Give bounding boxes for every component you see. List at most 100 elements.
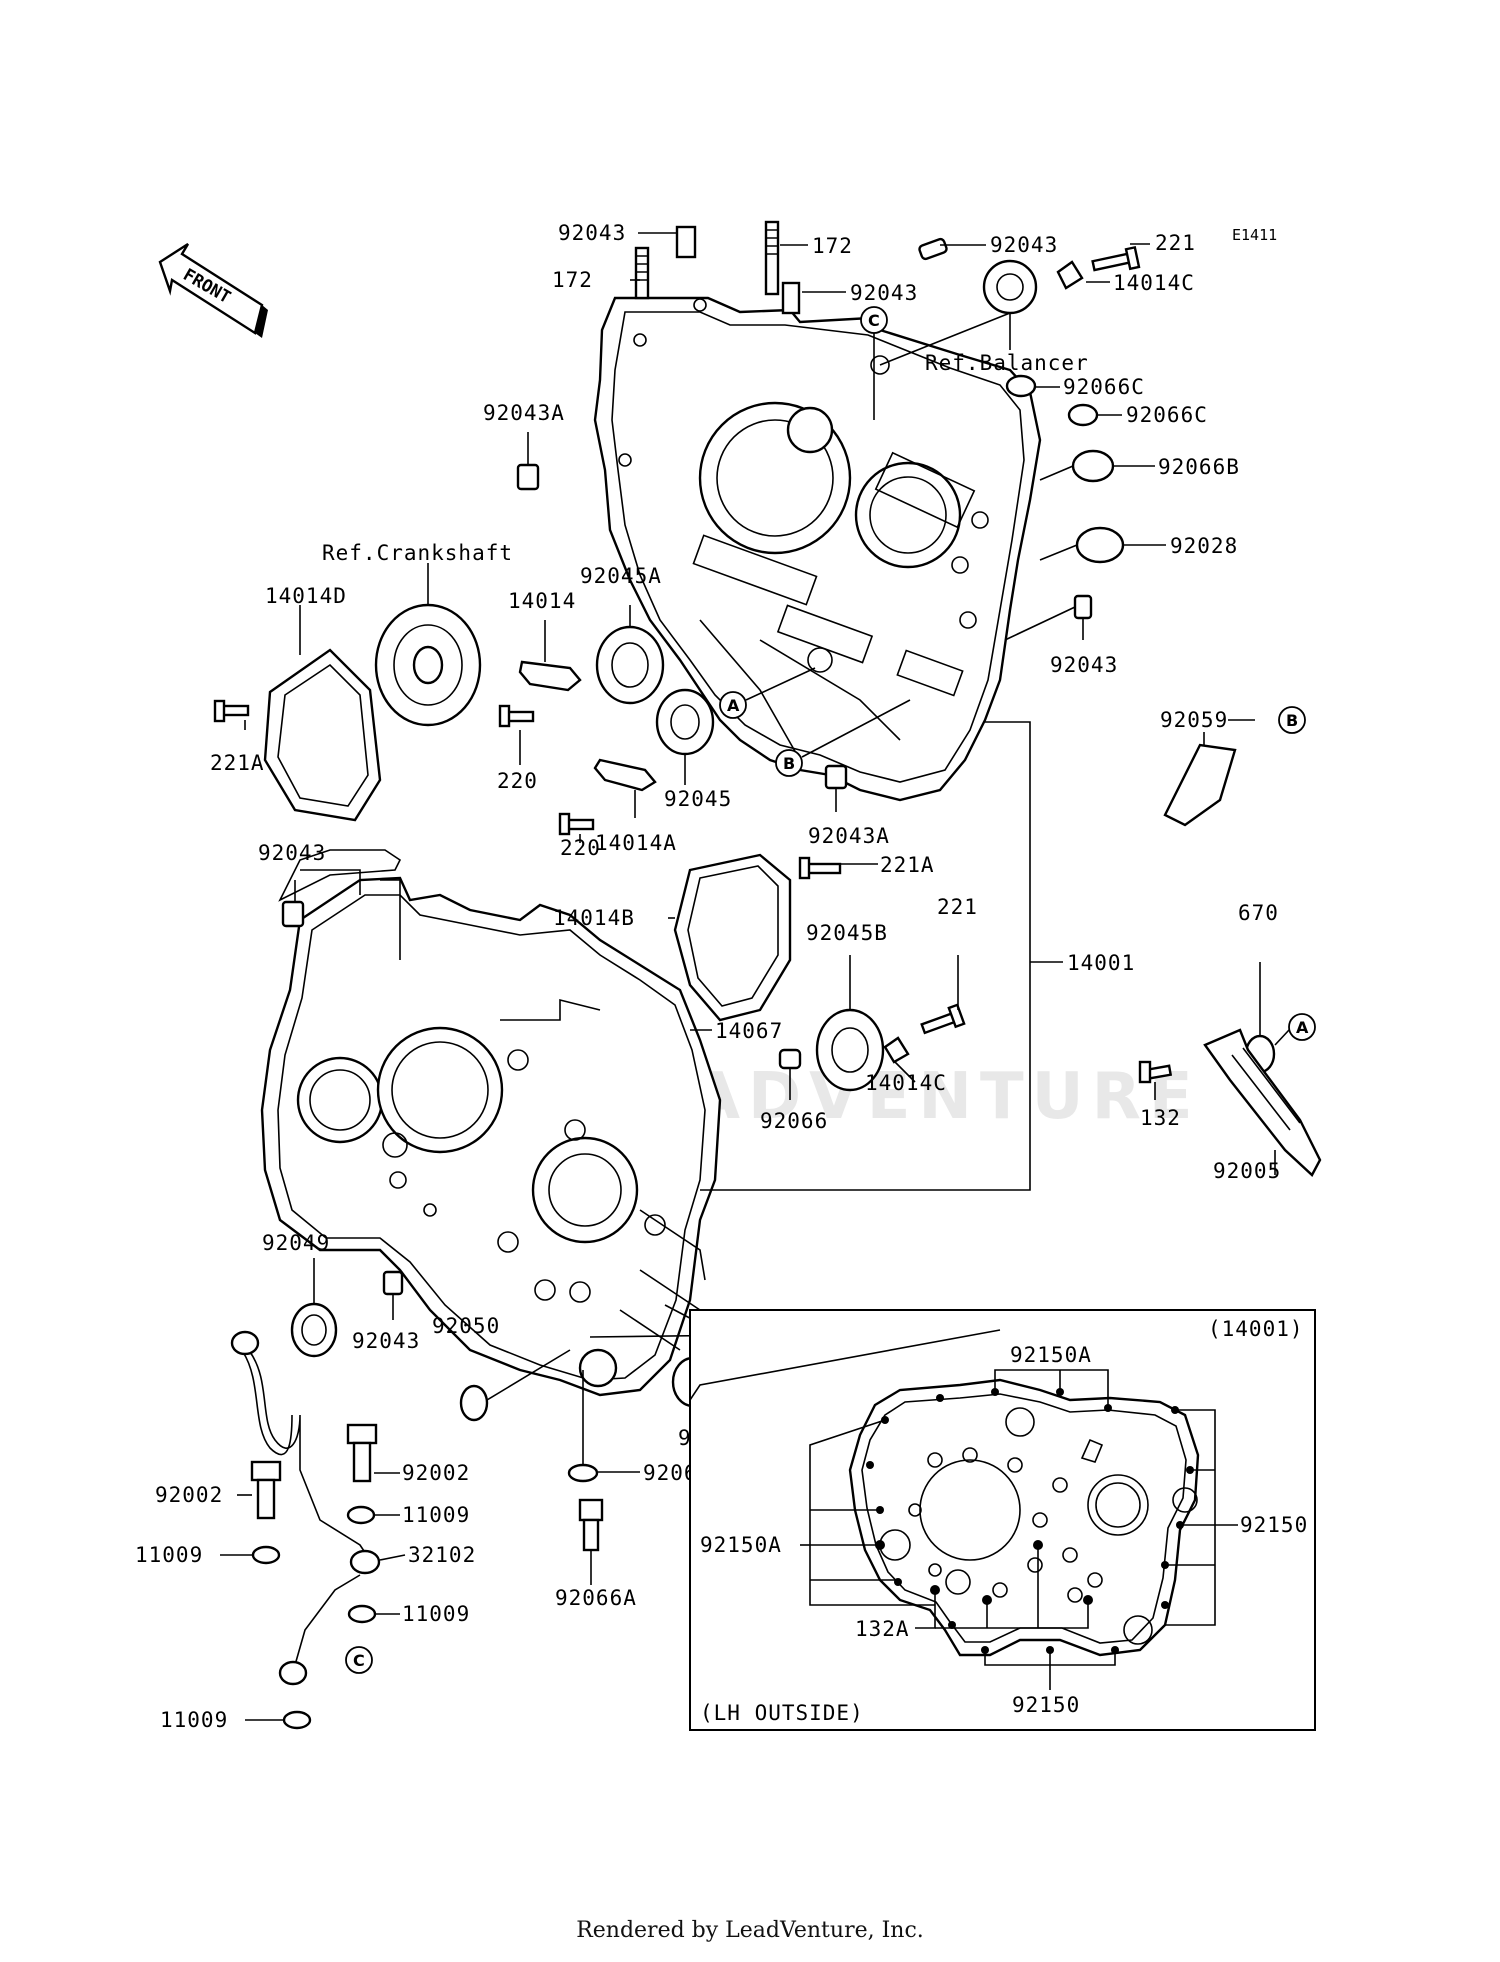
lower-crankcase-half (260, 849, 722, 1397)
label-92005: 92005 (1213, 1159, 1281, 1183)
bearing-balancer (982, 259, 1038, 315)
label-14014B: 14014B (553, 906, 635, 930)
oil-seal-92049 (290, 1302, 338, 1358)
bolt-220-b (558, 812, 595, 836)
label-11009: 11009 (135, 1543, 203, 1567)
label-92002: 92002 (402, 1461, 470, 1485)
circle-marker-c-top: C (860, 306, 888, 420)
bushing-92066C-a (1005, 374, 1037, 398)
circle-marker-c-low: C (345, 1646, 373, 1674)
oil-seal-92050 (459, 1384, 489, 1422)
footer-credit: Rendered by LeadVenture, Inc. (576, 1918, 924, 1943)
label-172: 172 (552, 268, 593, 292)
label-92150: 92150 (1012, 1693, 1080, 1717)
bushing-92028-top (1075, 526, 1125, 564)
dowel-92043-left (281, 900, 305, 928)
diagram-code: E1411 (1232, 226, 1277, 244)
label-ref-crankshaft: Ref.Crankshaft (322, 541, 513, 565)
bushing-92066C-b (1067, 403, 1099, 427)
dowel-92043-low (382, 1270, 404, 1296)
label-92043: 92043 (1050, 653, 1118, 677)
label-92045B: 92045B (806, 921, 888, 945)
label-92043: 92043 (352, 1329, 420, 1353)
dowel-pin-right (918, 237, 948, 261)
washer-11009-d (282, 1710, 312, 1730)
dowel-pin-top (675, 225, 697, 259)
label-92045: 92045 (664, 787, 732, 811)
circle-marker-a-right: A (1274, 1013, 1316, 1046)
label-92045A: 92045A (580, 564, 662, 588)
bolt-221A-left (213, 699, 250, 723)
svg-text:B: B (1286, 711, 1298, 730)
stud-bolt-center (764, 220, 780, 296)
label-221A: 221A (880, 853, 935, 877)
label-92059: 92059 (1160, 708, 1228, 732)
svg-text:A: A (727, 696, 740, 715)
circle-marker-b-top: B (775, 699, 911, 777)
dowel-92066 (778, 1048, 802, 1070)
dowel-92043A-bottom (824, 764, 848, 790)
label-ref-balancer: Ref.Balancer (925, 351, 1089, 375)
bolt-221-mid (920, 1003, 966, 1035)
label-92150: 92150 (1240, 1513, 1308, 1537)
washer-92065 (567, 1463, 599, 1483)
label-11009: 11009 (160, 1708, 228, 1732)
plate-14014A (593, 758, 657, 792)
washer-11009-c (347, 1604, 377, 1624)
label-92043: 92043 (558, 221, 626, 245)
label-92043: 92043 (850, 281, 918, 305)
label-92050: 92050 (432, 1314, 500, 1338)
bearing-92045A (595, 625, 665, 705)
label-14067: 14067 (715, 1019, 783, 1043)
leader-lines (220, 232, 1276, 1721)
circle-marker-b-right: B (1278, 706, 1306, 734)
upper-crankcase-half (593, 296, 1042, 802)
label-32102: 32102 (408, 1543, 476, 1567)
label-172: 172 (812, 234, 853, 258)
label-92043: 92043 (258, 841, 326, 865)
label-14014C: 14014C (865, 1071, 947, 1095)
bolt-220-a (498, 704, 535, 728)
label-92150A: 92150A (700, 1533, 782, 1557)
label-92028: 92028 (1170, 534, 1238, 558)
front-arrow-icon: FRONT (158, 242, 268, 338)
washer-11009-b (251, 1545, 281, 1565)
label-14014D: 14014D (265, 584, 347, 608)
label-11009: 11009 (402, 1503, 470, 1527)
label-92066A: 92066A (555, 1586, 637, 1610)
label-14014A: 14014A (595, 831, 677, 855)
banjo-bolt-92002-left (250, 1460, 282, 1520)
plate-14014 (518, 660, 582, 692)
label-14014: 14014 (508, 589, 576, 613)
label-670: 670 (1238, 901, 1279, 925)
inset-title: (14001) (1208, 1317, 1304, 1341)
label-92066B: 92066B (1158, 455, 1240, 479)
bearing-92045 (655, 688, 715, 756)
label-14001: 14001 (1067, 951, 1135, 975)
stud-bolt-left (634, 246, 650, 300)
drain-plug-92066A (578, 1498, 604, 1552)
oil-pipe-92059 (1163, 743, 1237, 827)
plate-14014C-mid (883, 1036, 910, 1064)
gasket-14014D (263, 648, 382, 822)
label-220: 220 (497, 769, 538, 793)
circle-marker-a-top: A (719, 667, 816, 719)
bolt-221-top (1091, 245, 1141, 272)
bolt-132 (1138, 1060, 1173, 1084)
washer-11009-a (346, 1505, 376, 1525)
label-11009: 11009 (402, 1602, 470, 1626)
label-92066: 92066 (760, 1109, 828, 1133)
inset-lh-outside: (14001) (LH OUTSIDE) (689, 1309, 1316, 1731)
label-92150A: 92150A (1010, 1343, 1092, 1367)
oil-pipe-32102 (230, 1330, 381, 1686)
dowel-pin-center (781, 281, 801, 315)
label-221: 221 (1155, 231, 1196, 255)
label-132A: 132A (855, 1617, 910, 1641)
label-92043A: 92043A (808, 824, 890, 848)
banjo-bolt-92002-right (346, 1423, 378, 1483)
plate-14014C-top (1056, 260, 1084, 290)
gasket-14014B (673, 853, 792, 1022)
label-92066C: 92066C (1063, 375, 1145, 399)
oil-strainer-92005 (1203, 1028, 1322, 1177)
